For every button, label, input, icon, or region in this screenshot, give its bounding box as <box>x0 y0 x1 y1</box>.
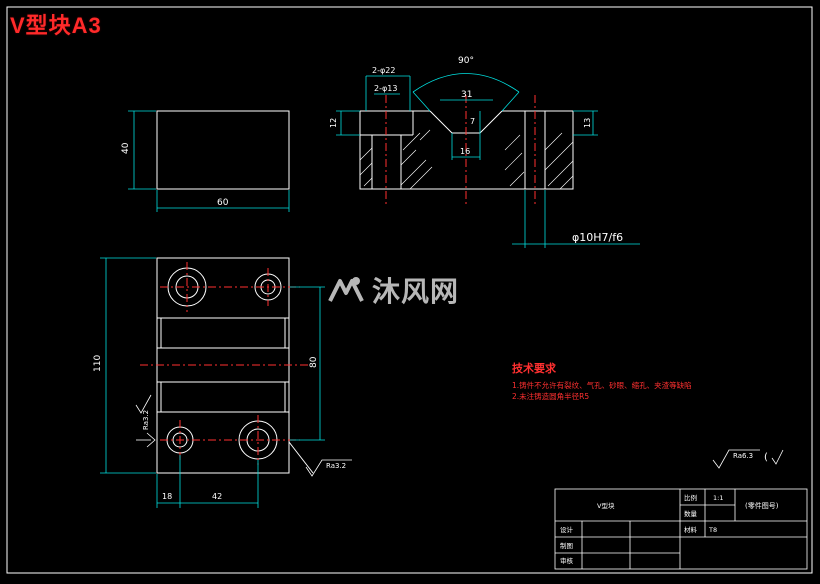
bracket-open: ( <box>764 452 768 463</box>
dim-right-height: 13 <box>583 118 592 128</box>
tb-count-label: 数量 <box>684 509 698 518</box>
top-view: 40 60 <box>121 110 290 212</box>
dim-v-width: 31 <box>461 90 472 100</box>
dim-offset: 18 <box>162 492 172 501</box>
dim-v-bottom: 16 <box>460 147 470 156</box>
surface-finish-value: Ra6.3 <box>733 452 753 460</box>
tb-scale-label: 比例 <box>684 493 697 502</box>
dim-overall: 110 <box>93 355 103 372</box>
tech-line-1: 1.铸件不允许有裂纹、气孔、砂眼、缩孔、夹渣等缺陷 <box>512 381 692 390</box>
title-block <box>554 488 808 570</box>
dim-fit: φ10H7/f6 <box>572 231 623 244</box>
technical-requirements: 技术要求 1.铸件不允许有裂纹、气孔、砂眼、缩孔、夹渣等缺陷 2.未注铸造圆角半… <box>512 360 692 402</box>
dim-spacing: 42 <box>212 492 222 501</box>
tb-material-label: 材料 <box>684 525 698 534</box>
tb-part-name: V型块 <box>597 501 615 510</box>
roughness-right: Ra3.2 <box>326 462 346 470</box>
tb-drawing-no: (零件图号) <box>745 501 779 510</box>
outer-border <box>6 6 813 574</box>
tb-drawn-label: 设计 <box>560 525 574 534</box>
dim-height: 40 <box>121 142 131 154</box>
dim-hole-large: 2-φ22 <box>372 66 395 75</box>
tech-line-2: 2.未注铸造圆角半径R5 <box>512 392 590 401</box>
watermark-text: 沐风网 <box>372 275 460 308</box>
tb-material-value: T8 <box>708 526 717 534</box>
drawing-title: V型块A3 <box>10 13 102 38</box>
front-section-view: 90° 2-φ22 2-φ13 31 7 16 12 13 φ10H7/f6 <box>329 56 640 248</box>
dim-holes-pitch: 80 <box>309 356 319 368</box>
dim-left-height: 12 <box>329 118 338 128</box>
tech-heading: 技术要求 <box>512 362 556 375</box>
tb-review-label: 审核 <box>560 556 574 565</box>
dim-angle: 90° <box>458 56 474 66</box>
dim-hole-small: 2-φ13 <box>374 84 397 93</box>
watermark: 沐风网 <box>326 270 459 310</box>
dim-width: 60 <box>217 198 229 208</box>
plan-view: 110 80 18 42 Ra3.2 Ra3.2 <box>93 257 352 508</box>
roughness-left: Ra3.2 <box>142 410 150 430</box>
watermark-logo-icon <box>328 277 364 302</box>
surface-finish-symbol: Ra6.3 ( <box>712 449 784 469</box>
tb-scale-value: 1:1 <box>713 494 723 502</box>
tb-check-label: 制图 <box>560 541 573 550</box>
dim-v-depth: 7 <box>470 117 475 126</box>
